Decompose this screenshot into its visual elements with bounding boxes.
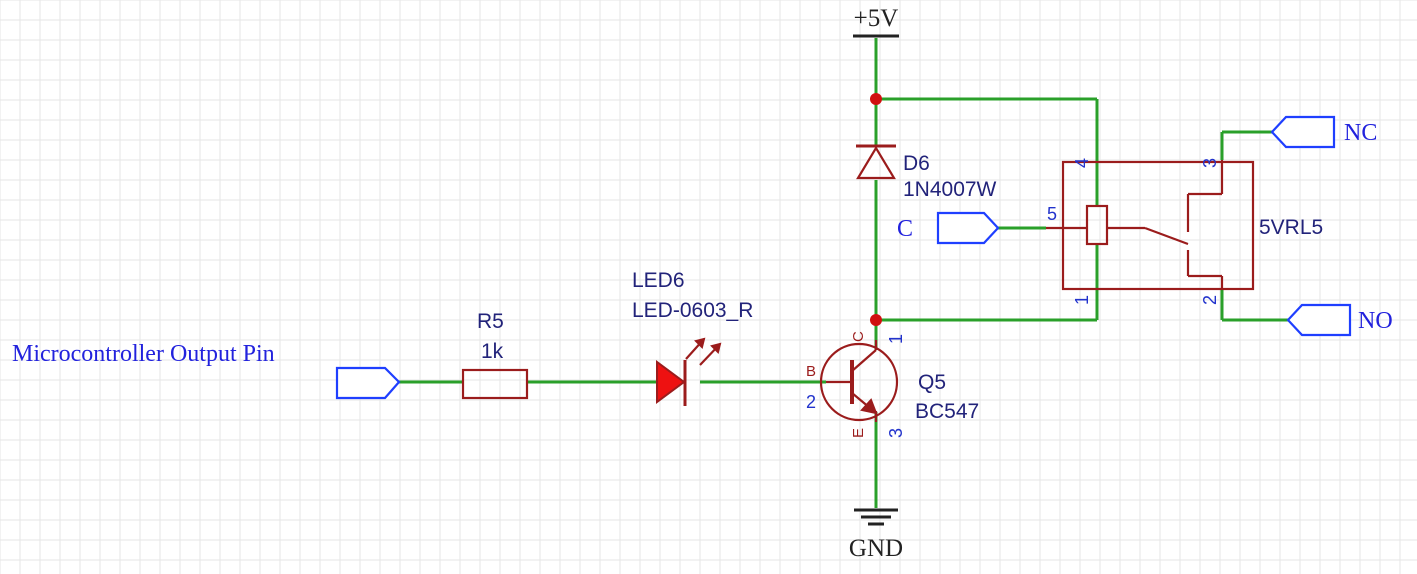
relay-pin-1: 1 <box>1072 295 1092 305</box>
q5-pin-b-letter: B <box>806 363 816 380</box>
q5-pin-c-letter: C <box>850 331 867 342</box>
relay-pin-5: 5 <box>1047 204 1057 224</box>
relay-pin-2: 2 <box>1200 295 1220 305</box>
wires <box>398 38 1288 508</box>
r5-ref: R5 <box>477 310 504 333</box>
led6-ref: LED6 <box>632 269 685 292</box>
common-port[interactable]: C <box>897 211 1000 245</box>
q5-value: BC547 <box>915 400 979 423</box>
d6-value: 1N4007W <box>903 178 997 201</box>
vcc-symbol[interactable]: +5V <box>853 5 899 38</box>
d6-ref: D6 <box>903 152 930 175</box>
diode-d6[interactable]: D6 1N4007W <box>856 144 997 201</box>
q5-pin-e-letter: E <box>850 428 867 438</box>
relay-pin-3: 3 <box>1200 158 1220 168</box>
led6-value: LED-0603_R <box>632 299 753 322</box>
relay-pin-4: 4 <box>1072 158 1092 168</box>
no-port-label: NO <box>1358 308 1393 334</box>
resistor-r5[interactable]: R5 1k <box>461 310 529 400</box>
q5-ref: Q5 <box>918 371 946 394</box>
nc-port-label: NC <box>1344 120 1377 146</box>
no-port[interactable]: NO <box>1286 303 1393 337</box>
r5-value: 1k <box>481 340 504 363</box>
q5-pin-e-number: 3 <box>886 428 906 438</box>
q5-pin-b-number: 2 <box>806 392 816 412</box>
led-led6[interactable]: LED6 LED-0603_R <box>632 269 753 406</box>
input-port-label: Microcontroller Output Pin <box>12 341 275 367</box>
common-port-label: C <box>897 216 913 242</box>
input-port[interactable]: Microcontroller Output Pin <box>12 341 401 400</box>
relay-5vrl5[interactable]: 1 4 3 2 5 5VRL5 <box>1046 158 1323 305</box>
q5-pin-c-number: 1 <box>886 334 906 344</box>
relay-value: 5VRL5 <box>1259 216 1323 239</box>
nc-port[interactable]: NC <box>1270 115 1377 149</box>
gnd-label: GND <box>849 535 903 562</box>
junction-collector <box>870 314 882 326</box>
junction-vcc <box>870 93 882 105</box>
vcc-label: +5V <box>854 5 899 32</box>
transistor-q5[interactable]: B 2 C 1 E 3 Q5 BC547 <box>806 331 979 438</box>
gnd-symbol[interactable]: GND <box>849 508 903 562</box>
